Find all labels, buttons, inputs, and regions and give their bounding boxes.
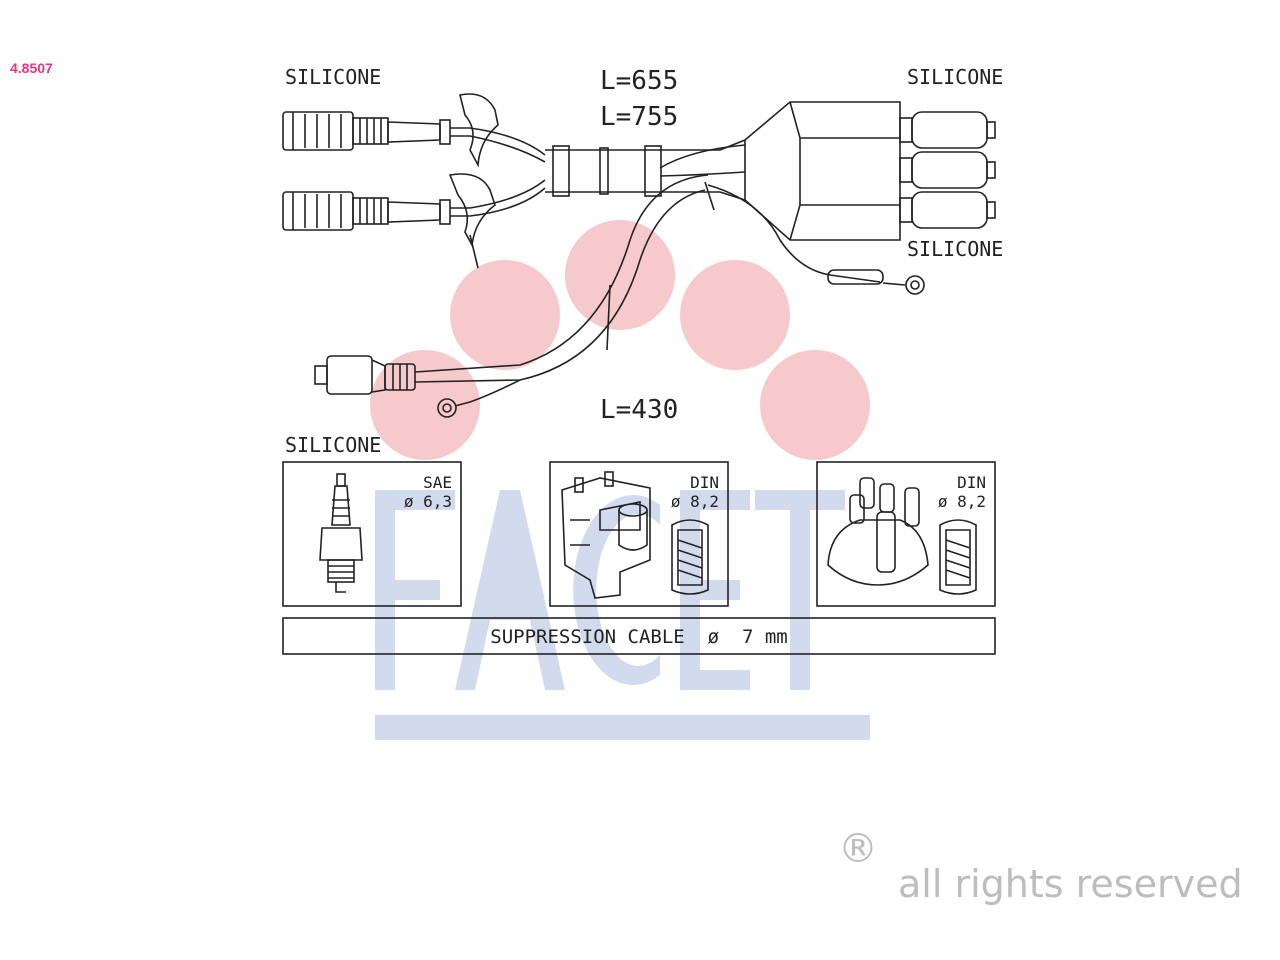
coil-lead: [414, 174, 709, 373]
coil-boot: [314, 355, 416, 395]
distributor-cap-icon: [827, 477, 929, 586]
panel-din-coil: [549, 461, 729, 607]
ignition-harness-drawing: [282, 93, 996, 655]
label-length-430: L=430: [600, 395, 678, 425]
connector-diameter-din-coil: ø 8,2: [671, 492, 719, 511]
ignition-coil-icon: [561, 471, 651, 599]
ground-lead-right: [707, 184, 881, 283]
label-silicone-top-right: SILICONE: [907, 65, 1003, 89]
spark-plug-boot-upper: [282, 111, 470, 151]
cable-sleeve: [545, 145, 720, 197]
spark-plug-boot-lower: [282, 191, 470, 231]
cable-spec-text: SUPPRESSION CABLE ø 7 mm: [490, 626, 787, 648]
connector-standard-din-coil: DIN: [690, 473, 719, 492]
rights-text: all rights reserved: [898, 862, 1243, 906]
din-cup-distributor: [939, 519, 977, 595]
connector-standard-din-distributor: DIN: [957, 473, 986, 492]
label-silicone-bottom-left: SILICONE: [285, 433, 381, 457]
registered-mark: ®: [838, 826, 878, 872]
label-silicone-right-mid: SILICONE: [907, 237, 1003, 261]
part-code: 4.8507: [10, 60, 53, 76]
din-cup-coil: [671, 519, 709, 595]
connector-standard-sae: SAE: [423, 473, 452, 492]
spark-plug-icon: [319, 473, 363, 593]
cable-spec-box: [282, 617, 996, 655]
panel-din-distributor: [816, 461, 996, 607]
connector-diameter-sae: ø 6,3: [404, 492, 452, 511]
cable-clip-lower: [448, 173, 496, 248]
watermark-letters: [375, 490, 870, 740]
label-length-755: L=755: [600, 102, 678, 132]
facet-watermark: [370, 220, 870, 740]
watermark-circles: [370, 220, 870, 460]
connector-diameter-din-distributor: ø 8,2: [938, 492, 986, 511]
label-length-655: L=655: [600, 66, 678, 96]
label-silicone-top-left: SILICONE: [285, 65, 381, 89]
panel-sae: [282, 461, 462, 607]
distributor-cap-connector: [744, 101, 996, 241]
